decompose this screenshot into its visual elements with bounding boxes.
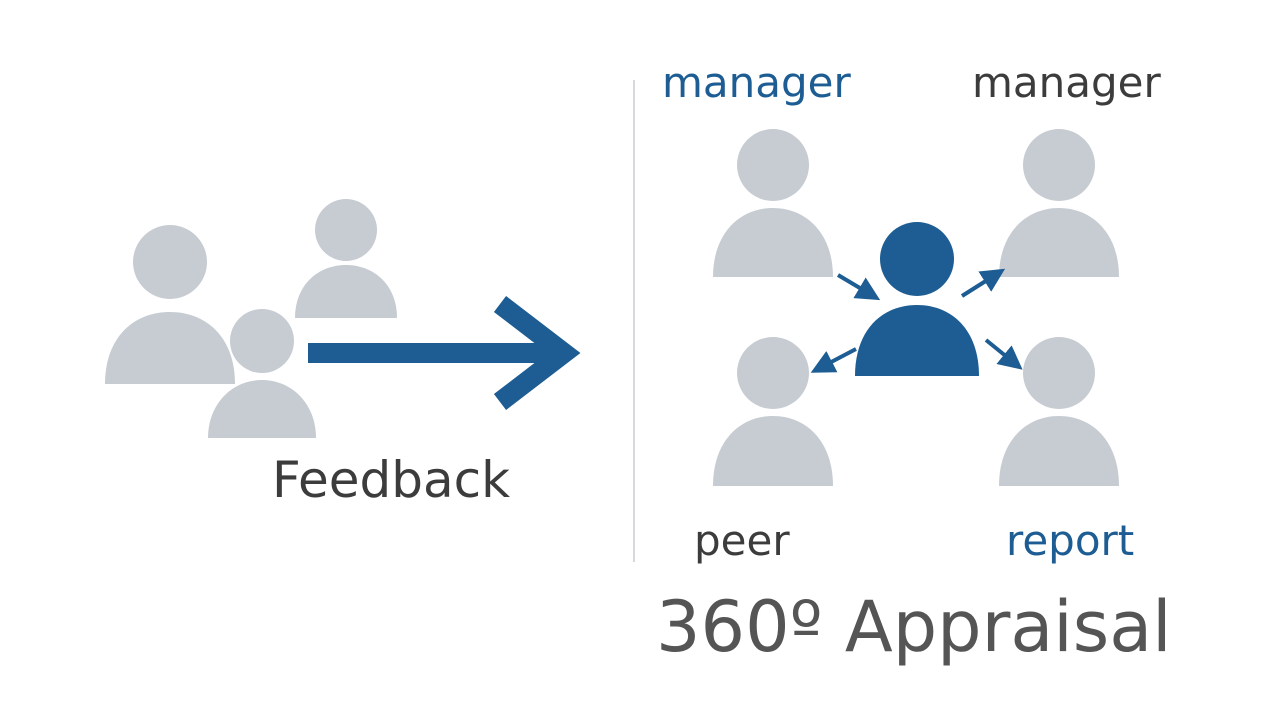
relationship-arrows [810, 268, 1023, 373]
appraisal-title: 360º Appraisal [656, 586, 1172, 668]
arrow-from-manager-left-icon [836, 273, 881, 301]
feedback-label: Feedback [272, 451, 511, 509]
arrow-to-report-icon [984, 338, 1023, 370]
report-person-icon [999, 337, 1119, 486]
feedback-person-3-icon [208, 309, 316, 438]
feedback-person-2-icon [295, 199, 397, 318]
manager-right-label: manager [972, 58, 1161, 107]
feedback-arrow-icon [308, 296, 581, 410]
arrow-to-manager-right-icon [960, 268, 1006, 298]
manager-left-person-icon [713, 129, 833, 277]
manager-left-label: manager [662, 58, 851, 107]
peer-label: peer [694, 516, 790, 565]
report-label: report [1006, 516, 1135, 565]
peer-person-icon [713, 337, 833, 486]
manager-right-person-icon [999, 129, 1119, 277]
arrow-to-peer-icon [810, 347, 857, 373]
employee-center-person-icon [855, 222, 979, 376]
feedback-person-1-icon [105, 225, 235, 384]
